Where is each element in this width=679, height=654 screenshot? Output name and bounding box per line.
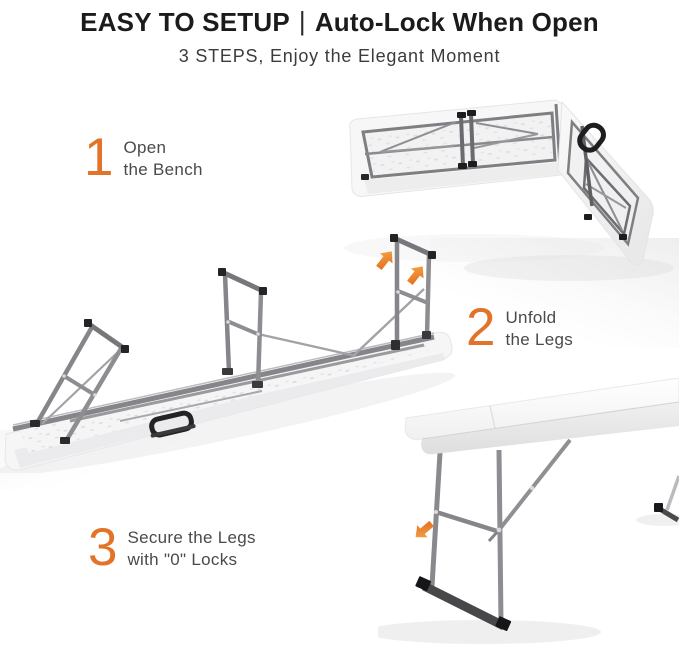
lock-arrow-icon	[415, 520, 434, 538]
step2-line2: the Legs	[505, 330, 574, 349]
carry-handle	[149, 410, 196, 438]
carry-handle	[577, 122, 606, 153]
unfold-arrow-icon	[376, 251, 393, 271]
assembled-bench-illustration	[378, 378, 679, 654]
header: EASY TO SETUP | Auto-Lock When Open 3 STEP…	[0, 6, 679, 68]
step2-line1: Unfold	[505, 308, 557, 327]
step1-line1: Open	[123, 138, 167, 157]
bench-top	[404, 378, 679, 455]
step2-number: 2	[466, 298, 496, 357]
middle-leg-frame	[218, 268, 357, 388]
rear-leg-hint	[654, 475, 679, 523]
title-right: Auto-Lock When Open	[314, 7, 599, 37]
folded-bench-illustration	[334, 88, 679, 288]
front-leg-frame	[415, 435, 572, 632]
step1-line2: the Bench	[123, 160, 203, 179]
step3-line2: with "0" Locks	[127, 550, 238, 569]
step2-text: Unfold the Legs	[505, 306, 573, 351]
page-title: EASY TO SETUP | Auto-Lock When Open	[0, 6, 679, 38]
step3-label: 3 Secure the Legs with "0" Locks	[88, 518, 256, 577]
step1-number: 1	[84, 128, 114, 187]
step3-line1: Secure the Legs	[127, 528, 256, 547]
step1-text: Open the Bench	[123, 136, 202, 181]
title-divider: |	[298, 6, 306, 36]
step1-label: 1 Open the Bench	[84, 128, 203, 187]
step2-label: 2 Unfold the Legs	[466, 298, 573, 357]
step3-text: Secure the Legs with "0" Locks	[127, 526, 255, 571]
subtitle: 3 STEPS, Enjoy the Elegant Moment	[178, 46, 501, 66]
unfold-arrow-icon	[407, 266, 424, 286]
left-leg-frame	[30, 319, 129, 444]
bench-unfolding-illustration	[0, 228, 465, 473]
title-left: EASY TO SETUP	[80, 7, 290, 37]
right-leg-frame	[351, 234, 436, 358]
step3-number: 3	[88, 518, 118, 577]
